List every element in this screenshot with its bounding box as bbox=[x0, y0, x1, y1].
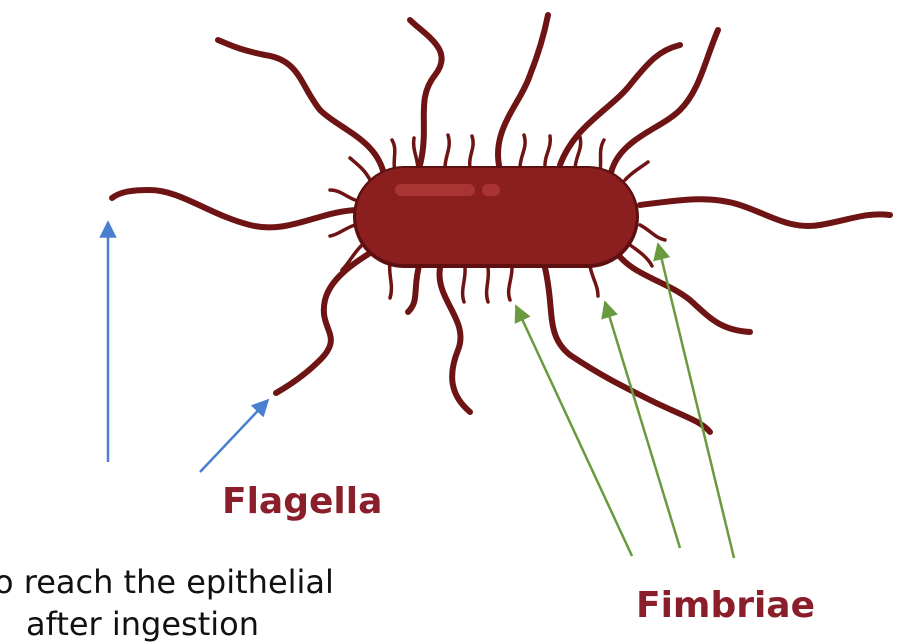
body-highlight-dot bbox=[482, 184, 500, 196]
flagellum-lower-left bbox=[276, 250, 375, 393]
flagella-arrows bbox=[108, 222, 268, 472]
flagellum-lower-far-left bbox=[408, 262, 420, 312]
bacterium-diagram bbox=[0, 0, 912, 627]
caption-line-1: o reach the epithelial bbox=[0, 562, 334, 602]
flagellum-right bbox=[640, 199, 890, 226]
flagellum-top-left bbox=[218, 40, 385, 180]
body-highlight bbox=[395, 184, 475, 196]
flagellum-top-right bbox=[560, 45, 680, 165]
fimbriae-arrow-left bbox=[516, 306, 632, 556]
caption-line-2: after ingestion bbox=[26, 604, 259, 644]
flagellum-bottom-center bbox=[545, 268, 710, 432]
fimbriae-label: Fimbriae bbox=[636, 584, 815, 628]
flagellum-lower-right bbox=[615, 250, 750, 332]
flagella-arrow-diagonal bbox=[200, 400, 268, 472]
flagellum-left bbox=[112, 190, 360, 227]
flagella-label: Flagella bbox=[222, 480, 382, 524]
flagellum-bottom-left bbox=[440, 268, 470, 412]
bacterium-body bbox=[353, 166, 639, 268]
fimbriae-arrow-middle bbox=[605, 302, 680, 548]
